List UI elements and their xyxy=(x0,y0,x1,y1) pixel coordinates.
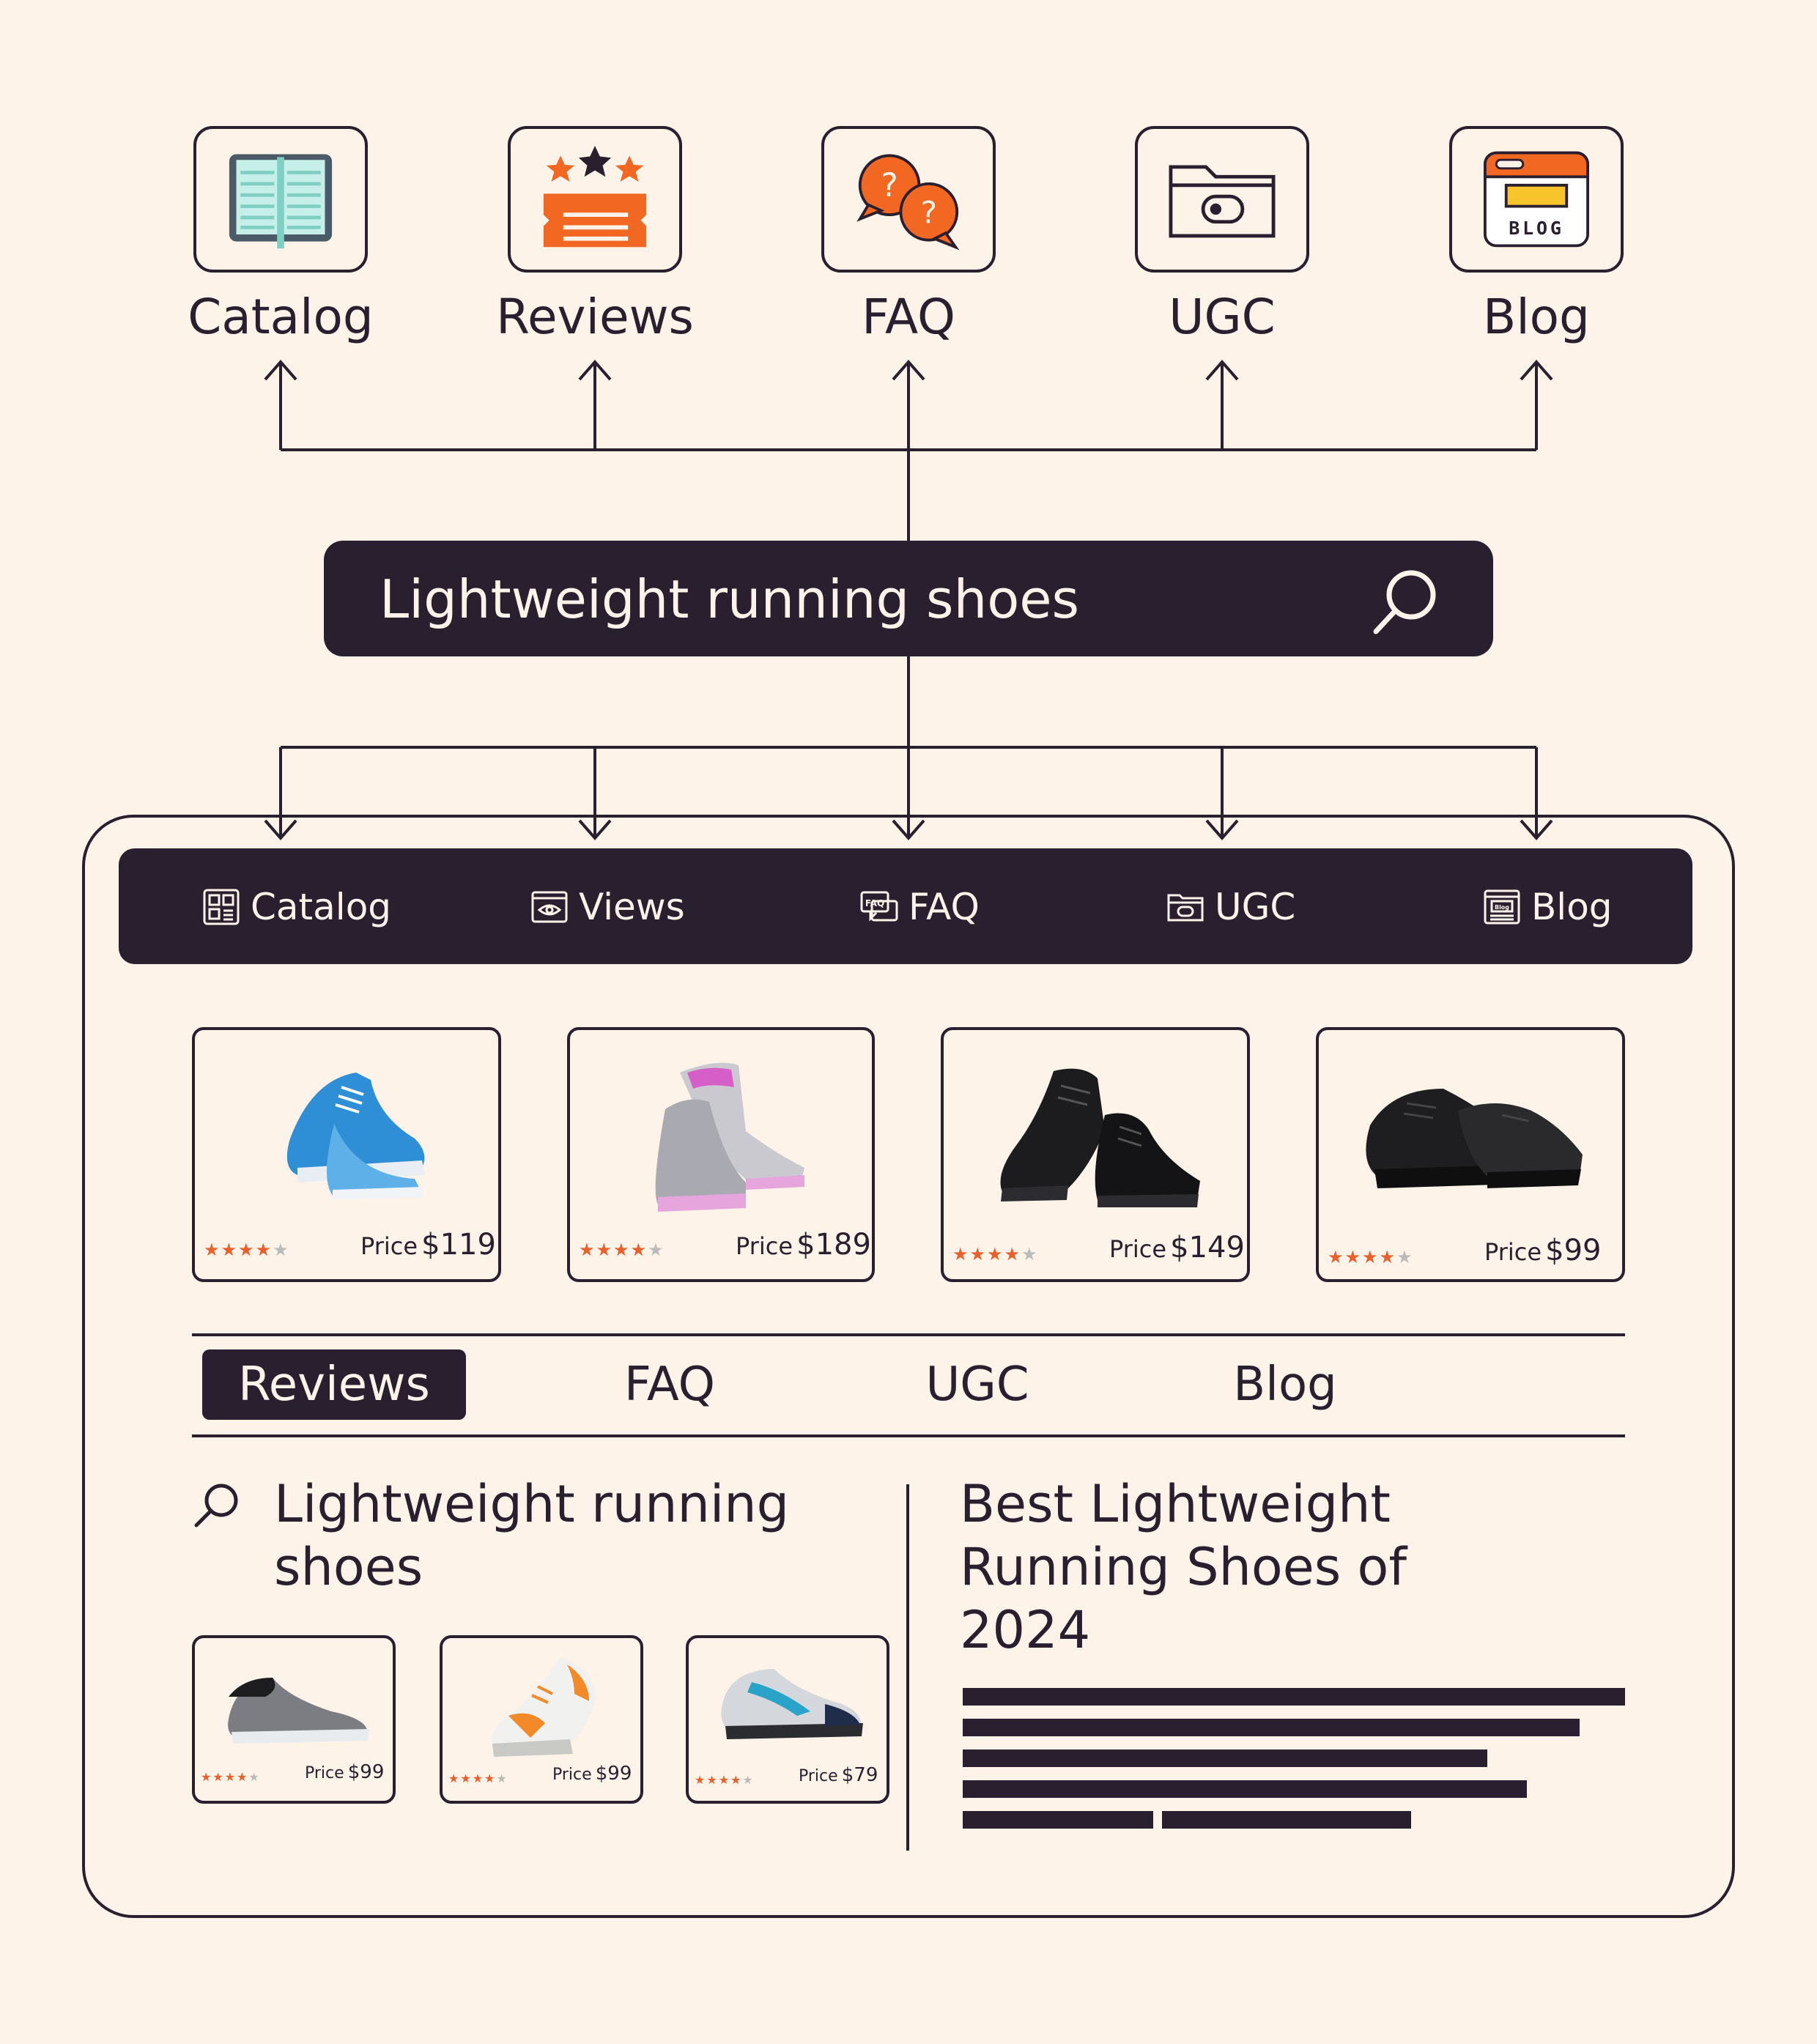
category-navbar: Catalog Views FAQ FAQ UGC Blog Blog xyxy=(119,848,1692,964)
source-label-blog: Blog xyxy=(1483,289,1590,345)
results-frame xyxy=(82,815,1735,1918)
faq-bubbles-icon: ? ? xyxy=(856,154,960,251)
search-bar[interactable]: Lightweight running shoes xyxy=(324,541,1493,656)
catalog-book-icon xyxy=(229,154,333,249)
reviews-stars-icon xyxy=(543,146,647,248)
price: Price $99 xyxy=(1484,1234,1602,1267)
search-icon[interactable] xyxy=(1369,564,1442,637)
svg-text:?: ? xyxy=(881,167,898,204)
tab-faq[interactable]: FAQ xyxy=(624,1358,715,1412)
svg-text:?: ? xyxy=(921,195,937,231)
source-faq-box: ? ? xyxy=(821,126,996,273)
search-icon xyxy=(194,1484,238,1528)
rating-stars: ★★★★★ xyxy=(952,1244,1039,1264)
source-blog-box: BLOG xyxy=(1449,126,1624,273)
source-reviews-box xyxy=(508,126,682,273)
text-placeholder-line xyxy=(963,1811,1153,1829)
source-ugc-box xyxy=(1135,126,1309,273)
rating-stars: ★★★★★ xyxy=(204,1240,290,1260)
blog-icon: Blog xyxy=(1484,889,1520,924)
price: Price $99 xyxy=(305,1761,385,1783)
nav-label: UGC xyxy=(1215,886,1296,928)
source-catalog-box xyxy=(193,126,368,273)
search-query[interactable]: Lightweight running shoes xyxy=(380,569,1080,630)
price: Price $149 xyxy=(1109,1231,1245,1264)
text-placeholder-line xyxy=(963,1719,1580,1736)
rating-stars: ★★★★★ xyxy=(1328,1247,1414,1267)
rating-stars: ★★★★★ xyxy=(579,1240,665,1260)
tab-blog[interactable]: Blog xyxy=(1233,1358,1337,1412)
price: Price $79 xyxy=(799,1764,878,1786)
tabs-bottom-divider xyxy=(192,1434,1625,1437)
catalog-grid-icon xyxy=(203,889,240,925)
result-product-card[interactable]: ★★★★★ Price $99 xyxy=(192,1635,396,1804)
rating-stars: ★★★★★ xyxy=(201,1770,261,1784)
rating-stars: ★★★★★ xyxy=(695,1773,755,1787)
product-card[interactable]: ★★★★★ Price $119 xyxy=(192,1027,501,1282)
source-label-faq: FAQ xyxy=(862,289,955,345)
nav-item-catalog[interactable]: Catalog xyxy=(202,884,391,930)
text-placeholder-line xyxy=(963,1688,1625,1706)
blue-sneaker-image xyxy=(286,1073,425,1200)
black-sneaker-image xyxy=(1000,1068,1200,1207)
nav-item-blog[interactable]: Blog Blog xyxy=(1483,884,1613,930)
ugc-folder-icon xyxy=(1169,165,1276,238)
text-placeholder-line xyxy=(1162,1811,1411,1829)
nav-item-ugc[interactable]: UGC xyxy=(1166,884,1295,930)
views-eye-icon xyxy=(531,891,568,922)
tab-reviews[interactable]: Reviews xyxy=(202,1349,466,1420)
blog-window-icon: BLOG xyxy=(1484,151,1589,248)
result-product-card[interactable]: ★★★★★ Price $99 xyxy=(440,1635,643,1804)
nav-label: Views xyxy=(579,886,685,928)
faq-icon: FAQ xyxy=(860,891,898,922)
product-card[interactable]: ★★★★★ Price $189 xyxy=(567,1027,875,1282)
gray-sneaker-image xyxy=(228,1678,369,1744)
source-label-ugc: UGC xyxy=(1169,289,1276,345)
ugc-folder-icon xyxy=(1167,894,1204,921)
nav-item-views[interactable]: Views xyxy=(530,884,685,930)
orange-white-sneaker-image xyxy=(492,1657,596,1757)
price: Price $119 xyxy=(360,1228,496,1262)
faq-icon-text: FAQ xyxy=(865,898,884,908)
silver-blue-sneaker-image xyxy=(721,1669,863,1739)
text-placeholder-line xyxy=(963,1749,1487,1767)
nav-label: FAQ xyxy=(908,886,980,928)
text-placeholder-line xyxy=(963,1780,1527,1798)
source-label-reviews: Reviews xyxy=(496,289,694,345)
tab-ugc[interactable]: UGC xyxy=(925,1358,1029,1412)
price: Price $99 xyxy=(552,1763,632,1785)
result-product-card[interactable]: ★★★★★ Price $79 xyxy=(686,1635,889,1804)
nav-label: Catalog xyxy=(251,886,392,928)
result-query: Lightweight running shoes xyxy=(274,1474,790,1597)
blog-icon-text: Blog xyxy=(1495,904,1509,911)
pink-silver-sneaker-image xyxy=(655,1062,804,1212)
tabs-top-divider xyxy=(192,1333,1625,1336)
blog-icon-text: BLOG xyxy=(1509,218,1563,239)
product-card[interactable]: ★★★★★ Price $99 xyxy=(1316,1027,1625,1282)
rating-stars: ★★★★★ xyxy=(448,1771,508,1785)
panel-divider xyxy=(906,1484,909,1851)
product-card[interactable]: ★★★★★ Price $149 xyxy=(941,1027,1250,1282)
article-title: Best Lightweight Running Shoes of 2024 xyxy=(960,1474,1407,1660)
nav-label: Blog xyxy=(1531,886,1613,928)
black-walking-shoe-image xyxy=(1366,1089,1583,1188)
nav-item-faq[interactable]: FAQ FAQ xyxy=(860,884,980,930)
source-label-catalog: Catalog xyxy=(188,289,374,345)
price: Price $189 xyxy=(736,1228,871,1262)
